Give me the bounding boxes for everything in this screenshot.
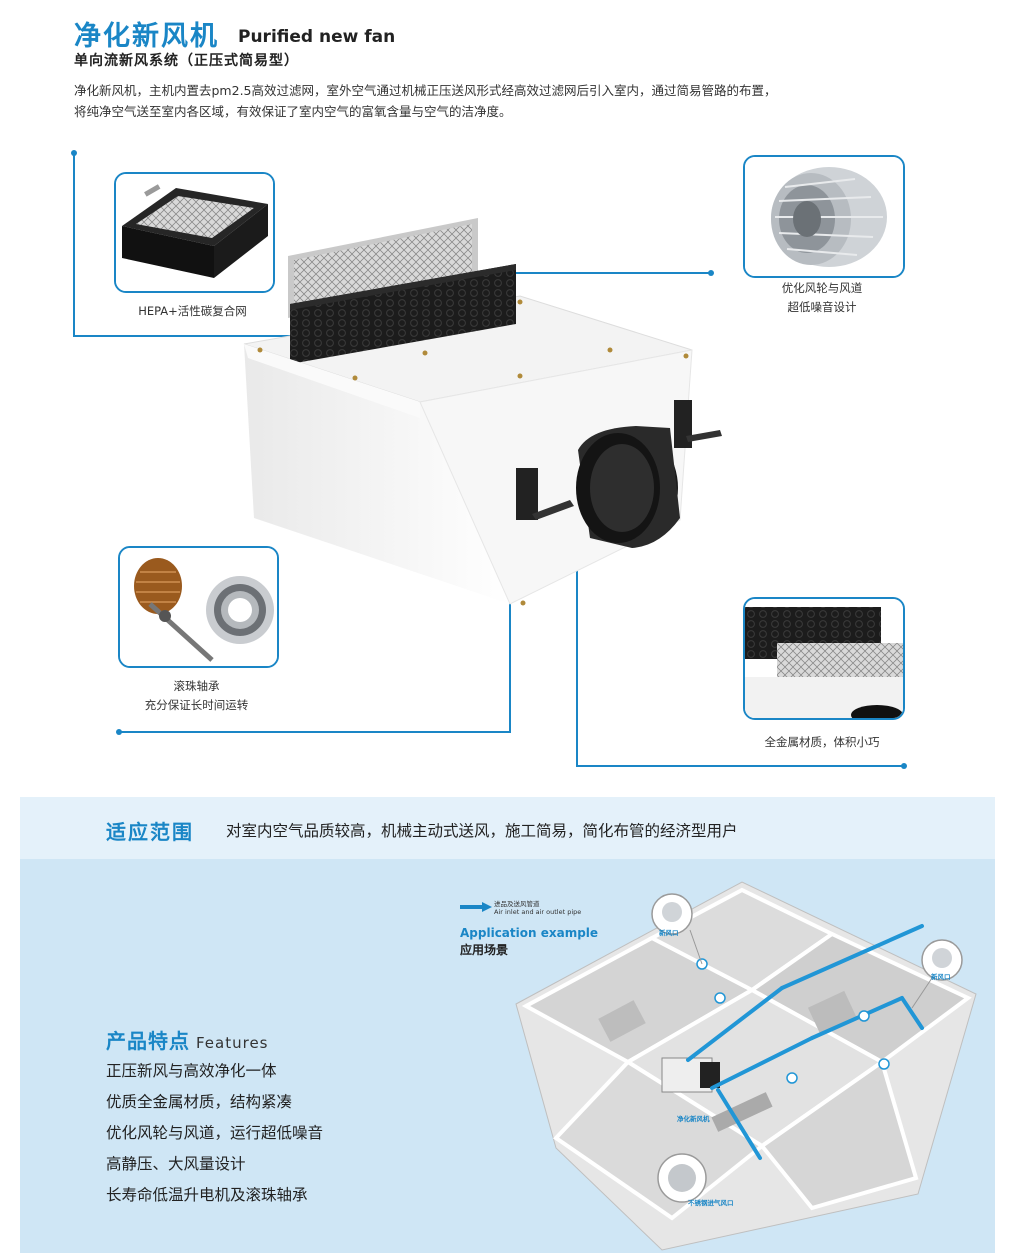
feature-item: 正压新风与高效净化一体: [106, 1062, 277, 1080]
metal-body-callout: [743, 597, 905, 720]
feature-item: 高静压、大风量设计: [106, 1155, 246, 1173]
features-list: 正压新风与高效净化一体 优质全金属材质，结构紧凑 优化风轮与风道，运行超低噪音 …: [106, 1056, 323, 1211]
bearing-caption-line-1: 滚珠轴承: [173, 679, 220, 693]
connector-dot-metal: [901, 763, 907, 769]
product-unit-illustration: [243, 218, 722, 606]
features-title-cn: 产品特点: [106, 1029, 190, 1053]
fan-wheel-caption: 优化风轮与风道 超低噪音设计: [743, 279, 901, 317]
filter-caption: HEPA+活性碳复合网: [138, 304, 247, 318]
feature-item: 优化风轮与风道，运行超低噪音: [106, 1124, 324, 1142]
connector-line: [576, 540, 578, 766]
fresh-air-vent-tag: 新风口: [931, 973, 951, 981]
metal-body-image: [745, 599, 903, 718]
steel-inlet-tag: 不锈钢进气风口: [688, 1199, 734, 1207]
legend-arrow-icon: [460, 902, 492, 912]
features-title: 产品特点 Features: [106, 1025, 269, 1054]
page-title-english: Purified new fan: [238, 27, 396, 47]
floor-plan-illustration: [515, 881, 977, 1251]
scope-title: 适应范围: [106, 820, 194, 844]
connector-dot-bearing: [116, 729, 122, 735]
bearing-caption-line-2: 充分保证长时间运转: [144, 698, 249, 712]
features-title-en: Features: [196, 1034, 269, 1052]
connector-line: [73, 335, 298, 337]
connector-line: [509, 540, 511, 732]
scope-band: [20, 797, 995, 859]
feature-item: 长寿命低温升电机及滚珠轴承: [106, 1186, 308, 1204]
bearing-callout: [118, 546, 279, 668]
pipe-legend-en: Air inlet and air outlet pipe: [494, 908, 582, 916]
pipe-legend: 进品及送风管道 Air inlet and air outlet pipe: [494, 900, 581, 916]
pipe-legend-cn: 进品及送风管道: [494, 900, 540, 908]
connector-line: [420, 272, 710, 274]
scope-text: 对室内空气品质较高，机械主动式送风，施工简易，简化布管的经济型用户: [226, 822, 738, 840]
connector-line: [576, 765, 904, 767]
filter-callout: [114, 172, 275, 293]
feature-item: 优质全金属材质，结构紧凑: [106, 1093, 293, 1111]
application-title-en: Application example: [460, 926, 599, 940]
page-title: 净化新风机: [74, 21, 219, 52]
page-subtitle: 单向流新风系统（正压式简易型）: [74, 53, 299, 69]
fan-caption-line-1: 优化风轮与风道: [781, 281, 863, 295]
intro-line-1: 净化新风机，主机内置去pm2.5高效过滤网，室外空气通过机械正压送风形式经高效过…: [74, 83, 777, 98]
fan-caption-line-2: 超低噪音设计: [787, 300, 857, 314]
metal-body-caption: 全金属材质，体积小巧: [764, 735, 880, 749]
purifier-unit-tag: 净化新风机: [677, 1115, 710, 1123]
connector-dot-fan: [708, 270, 714, 276]
fresh-air-vent-tag: 新风口: [659, 929, 679, 937]
connector-line: [119, 731, 511, 733]
intro-line-2: 将纯净空气送至室内各区域，有效保证了室内空气的富氧含量与空气的洁净度。: [74, 104, 512, 119]
bearing-caption: 滚珠轴承 充分保证长时间运转: [118, 677, 275, 715]
connector-line: [73, 153, 75, 336]
hepa-filter-image: [116, 174, 273, 291]
application-title-cn: 应用场景: [460, 943, 509, 957]
intro-paragraph: 净化新风机，主机内置去pm2.5高效过滤网，室外空气通过机械正压送风形式经高效过…: [74, 80, 894, 122]
fan-wheel-image: [745, 157, 903, 276]
fan-wheel-callout: [743, 155, 905, 278]
bearing-image: [120, 548, 277, 666]
